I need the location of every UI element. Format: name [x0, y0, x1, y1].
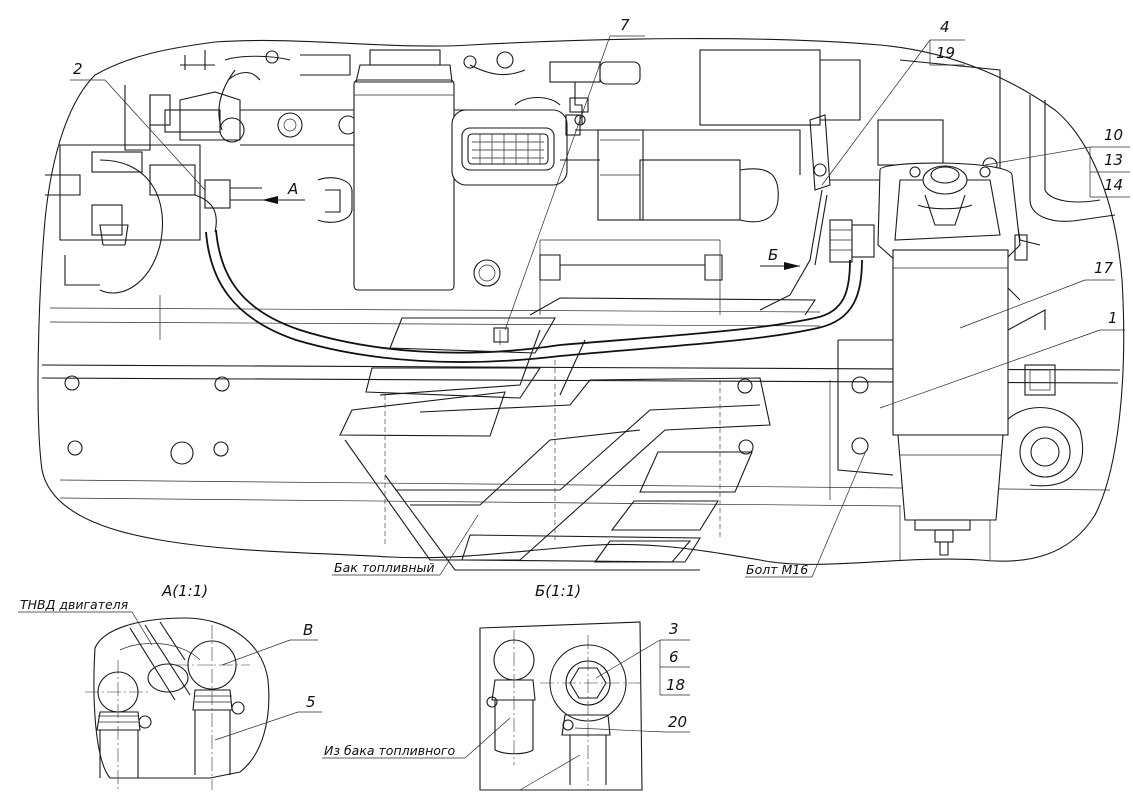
ecu-connector	[451, 96, 581, 186]
callout-5: 5	[306, 693, 316, 711]
callout-v: В	[303, 621, 313, 639]
fuel-tank-label: Бак топливный	[334, 560, 435, 575]
callout-2: 2	[73, 60, 83, 78]
view-a-detail	[18, 611, 322, 790]
arrow-b-label: Б	[768, 246, 778, 264]
filter-fittings	[809, 114, 880, 263]
frame-rails	[41, 239, 1121, 560]
callout-20: 20	[668, 713, 687, 731]
view-b-title: Б(1:1)	[535, 582, 581, 600]
bolt-label: Болт М16	[746, 562, 808, 577]
view-a-title: А(1:1)	[161, 582, 208, 600]
from-tank-label: Из бака топливного	[324, 743, 455, 758]
callout-1: 1	[1108, 309, 1118, 327]
fuel-filter-separator	[837, 162, 1046, 556]
leader-lines	[70, 35, 1130, 578]
callout-3: 3	[669, 620, 679, 638]
main-view-outline	[37, 38, 1125, 565]
callout-13: 13	[1104, 151, 1123, 169]
fuel-tank-phantom	[339, 297, 817, 571]
callout-18: 18	[666, 676, 685, 694]
view-b-detail	[322, 621, 690, 791]
arrow-a-label: А	[287, 180, 298, 198]
fine-fuel-filter	[353, 49, 526, 291]
frame-holes	[64, 259, 869, 465]
callout-6: 6	[669, 648, 679, 666]
callout-10: 10	[1104, 126, 1123, 144]
callout-19: 19	[936, 44, 955, 62]
callout-14: 14	[1104, 176, 1123, 194]
hp-pump-label: ТНВД двигателя	[20, 597, 129, 612]
callout-7: 7	[620, 16, 630, 34]
middle-units	[539, 49, 861, 281]
callout-4: 4	[940, 18, 950, 36]
callout-17: 17	[1094, 259, 1114, 277]
fuel-hoses	[194, 177, 863, 363]
